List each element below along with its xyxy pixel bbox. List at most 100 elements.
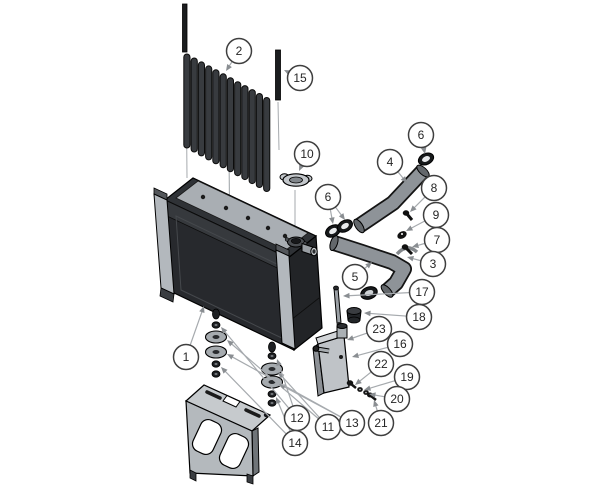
callout-9: 9: [422, 201, 450, 229]
leader-line-9: [410, 220, 425, 230]
callout-number: 4: [387, 155, 394, 169]
washer-stack-left: [204, 321, 228, 378]
leader-arrowhead: [352, 352, 360, 359]
callout-number: 10: [300, 147, 314, 161]
callout-14: 14: [281, 429, 309, 457]
callout-number: 12: [290, 411, 304, 425]
washer-stack-right: [260, 352, 284, 407]
leader-arrowhead: [226, 64, 232, 71]
leader-arrowhead: [373, 400, 379, 408]
leader-line-8: [413, 196, 426, 209]
leader-arrowhead: [406, 225, 414, 231]
callout-number: 18: [412, 310, 426, 324]
leader-arrowhead: [227, 340, 234, 347]
leader-line-18: [368, 312, 407, 317]
callout-13: 13: [338, 409, 366, 437]
hose-clamp-left-b: [337, 219, 353, 233]
callout-number: 6: [325, 190, 332, 204]
leader-line-1: [189, 310, 203, 345]
leader-arrowhead: [365, 262, 372, 269]
overflow-reservoir: [312, 323, 350, 397]
leader-arrowhead: [343, 292, 350, 299]
reservoir-neck: [336, 323, 348, 339]
callout-2: 2: [225, 37, 253, 65]
callout-5: 5: [341, 263, 369, 291]
reservoir-cap: [346, 307, 362, 324]
callout-12: 12: [283, 404, 311, 432]
callout-number: 2: [236, 44, 243, 58]
callout-1: 1: [172, 343, 200, 371]
leader-arrowhead: [227, 354, 235, 360]
leader-line-12: [223, 330, 290, 409]
leader-line-16: [356, 346, 388, 357]
leader-arrowhead: [338, 213, 345, 220]
callout-17: 17: [408, 278, 436, 306]
clip-part-9: [397, 231, 407, 239]
leader-line-12: [278, 363, 294, 406]
callout-number: 15: [293, 71, 307, 85]
callout-21: 21: [367, 409, 395, 437]
leader-arrowhead: [407, 255, 415, 262]
callout-number: 13: [345, 416, 359, 430]
leader-arrowhead: [410, 205, 417, 212]
callout-3: 3: [419, 250, 447, 278]
callout-number: 22: [374, 357, 388, 371]
leader-arrowhead: [420, 147, 427, 154]
callout-19: 19: [393, 363, 421, 391]
fin-pack: [183, 53, 271, 192]
callout-number: 14: [288, 436, 302, 450]
leader-arrowhead: [221, 327, 228, 334]
callout-number: 16: [393, 337, 407, 351]
callout-16: 16: [386, 330, 414, 358]
callout-number: 1: [183, 350, 190, 364]
leader-arrowhead: [364, 385, 372, 391]
callout-18: 18: [405, 303, 433, 331]
callout-11: 11: [314, 413, 342, 441]
leader-arrowhead: [221, 367, 228, 374]
callout-number: 9: [433, 208, 440, 222]
overflow-rod: [333, 285, 342, 326]
leader-line-14: [224, 370, 287, 435]
mounting-rod-right: [275, 49, 281, 101]
callout-6-b: 6: [314, 183, 342, 211]
hose-clamp-top: [417, 152, 435, 166]
leader-line-6: [329, 209, 333, 220]
leader-arrowhead: [355, 378, 362, 385]
callout-number: 21: [374, 416, 388, 430]
callout-number: 8: [431, 181, 438, 195]
callout-15: 15: [286, 64, 314, 92]
leader-line-4: [397, 171, 405, 180]
callout-number: 3: [430, 257, 437, 271]
leader-arrowhead: [278, 372, 285, 379]
leader-line-22: [358, 371, 372, 383]
radiator-body: [153, 177, 323, 353]
leader-line-23: [351, 332, 367, 339]
mounting-rod-left: [182, 3, 188, 53]
callout-4: 4: [376, 148, 404, 176]
leader-line-11: [280, 375, 320, 418]
callout-number: 23: [372, 322, 386, 336]
leader-arrowhead: [369, 392, 376, 398]
leader-line-19: [368, 380, 395, 390]
leader-arrowhead: [412, 242, 420, 248]
reservoir-fasteners: [346, 380, 377, 401]
bolt-part-8: [402, 210, 414, 221]
callout-number: 11: [322, 420, 335, 434]
callout-20: 20: [383, 385, 411, 413]
callout-number: 19: [400, 370, 414, 384]
callout-number: 6: [418, 128, 425, 142]
callout-number: 7: [434, 233, 441, 247]
clamp-bolt-part-7: [395, 244, 419, 256]
hose-clamp-left-a: [325, 224, 341, 238]
outlet-stub: [301, 242, 318, 257]
leader-arrowhead: [199, 306, 205, 314]
callout-22: 22: [367, 350, 395, 378]
callout-7: 7: [423, 226, 451, 254]
callout-number: 17: [415, 285, 429, 299]
lower-hose: [329, 235, 412, 298]
leader-arrowhead: [275, 397, 282, 405]
leader-arrowhead: [329, 217, 335, 224]
leader-line-6: [335, 207, 343, 217]
